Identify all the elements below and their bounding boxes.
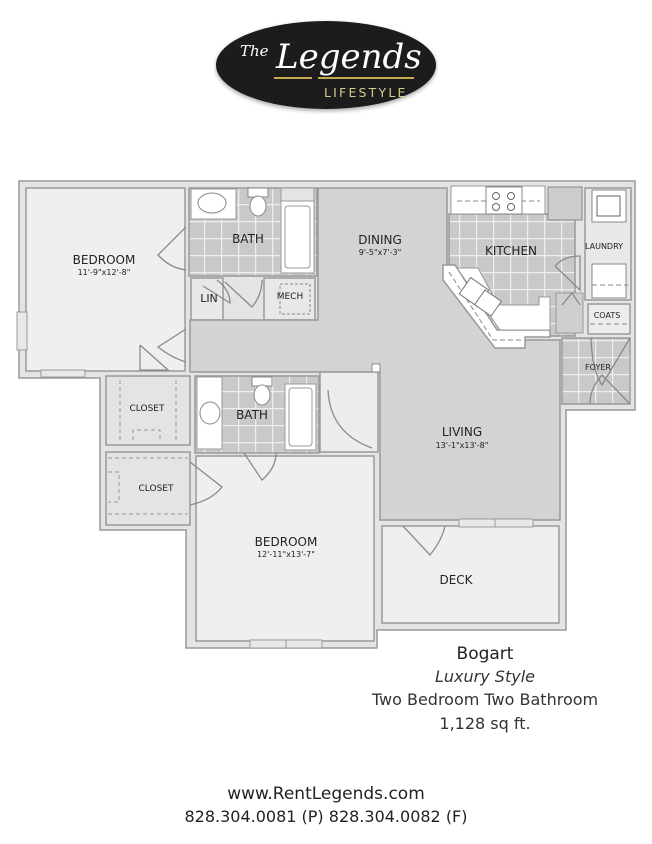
label-kitchen: KITCHEN bbox=[485, 244, 537, 258]
kitchen-pantry bbox=[555, 292, 584, 334]
label-deck: DECK bbox=[439, 573, 473, 587]
room-deck bbox=[381, 525, 560, 624]
windows bbox=[16, 311, 534, 649]
dims-dining: 9'-5"x7'-3" bbox=[359, 248, 402, 257]
unit-style: Luxury Style bbox=[435, 667, 535, 686]
bath1-toilet bbox=[249, 195, 267, 217]
label-closet-2: CLOSET bbox=[139, 484, 174, 494]
website-link[interactable]: www.RentLegends.com bbox=[227, 784, 425, 804]
label-mech: MECH bbox=[277, 292, 304, 302]
room-closet-2 bbox=[105, 451, 191, 526]
label-bedroom-2: BEDROOM bbox=[255, 535, 318, 549]
laundry-washer bbox=[591, 263, 627, 299]
logo-oval bbox=[216, 21, 436, 109]
logo-the: The bbox=[240, 42, 269, 60]
dims-bedroom-2: 12'-11"x13'-7" bbox=[257, 550, 315, 559]
label-linen: LIN bbox=[200, 292, 218, 305]
dims-bedroom-1: 11'-9"x12'-8" bbox=[78, 268, 131, 277]
room-linen bbox=[190, 277, 224, 321]
room-bedroom-1 bbox=[25, 187, 186, 372]
label-bath-1: BATH bbox=[232, 232, 264, 246]
bath1-sink bbox=[197, 192, 227, 214]
kitchen-sink-counter bbox=[456, 267, 551, 331]
bath2-sink bbox=[199, 401, 221, 425]
logo-tagline: LIFESTYLE bbox=[324, 85, 408, 100]
label-bath-2: BATH bbox=[236, 408, 268, 422]
label-coats: COATS bbox=[594, 311, 621, 320]
label-laundry: LAUNDRY bbox=[585, 242, 623, 251]
unit-info: Bogart Luxury Style Two Bedroom Two Bath… bbox=[355, 642, 615, 736]
unit-area: 1,128 sq ft. bbox=[439, 714, 531, 733]
bath2-toilet bbox=[253, 384, 271, 406]
legends-logo: The Legends LIFESTYLE bbox=[216, 21, 436, 109]
mech-unit bbox=[279, 283, 311, 315]
floor-plan: BEDROOM 11'-9"x12'-8" BATH LIN MECH DINI… bbox=[16, 180, 636, 649]
label-dining: DINING bbox=[358, 233, 402, 247]
logo-rule-right bbox=[318, 77, 414, 79]
label-closet-1: CLOSET bbox=[130, 404, 165, 414]
kitchen-stove bbox=[485, 186, 523, 215]
logo-name: Legends bbox=[275, 37, 422, 77]
label-living: LIVING bbox=[442, 425, 482, 439]
kitchen-fridge bbox=[547, 186, 583, 221]
room-mech bbox=[263, 277, 316, 321]
label-bedroom-1: BEDROOM bbox=[73, 253, 136, 267]
label-foyer: FOYER bbox=[585, 363, 611, 372]
room-bedroom-2 bbox=[195, 455, 375, 642]
logo-rule-left bbox=[274, 77, 312, 79]
room-coats bbox=[587, 303, 631, 335]
door-swings bbox=[139, 226, 631, 556]
unit-description: Two Bedroom Two Bathroom bbox=[371, 690, 599, 709]
dims-living: 13'-1"x13'-8" bbox=[436, 441, 489, 450]
phone-numbers: 828.304.0081 (P) 828.304.0082 (F) bbox=[184, 807, 468, 826]
contact-info: www.RentLegends.com 828.304.0081 (P) 828… bbox=[0, 782, 652, 828]
unit-name: Bogart bbox=[456, 644, 514, 664]
